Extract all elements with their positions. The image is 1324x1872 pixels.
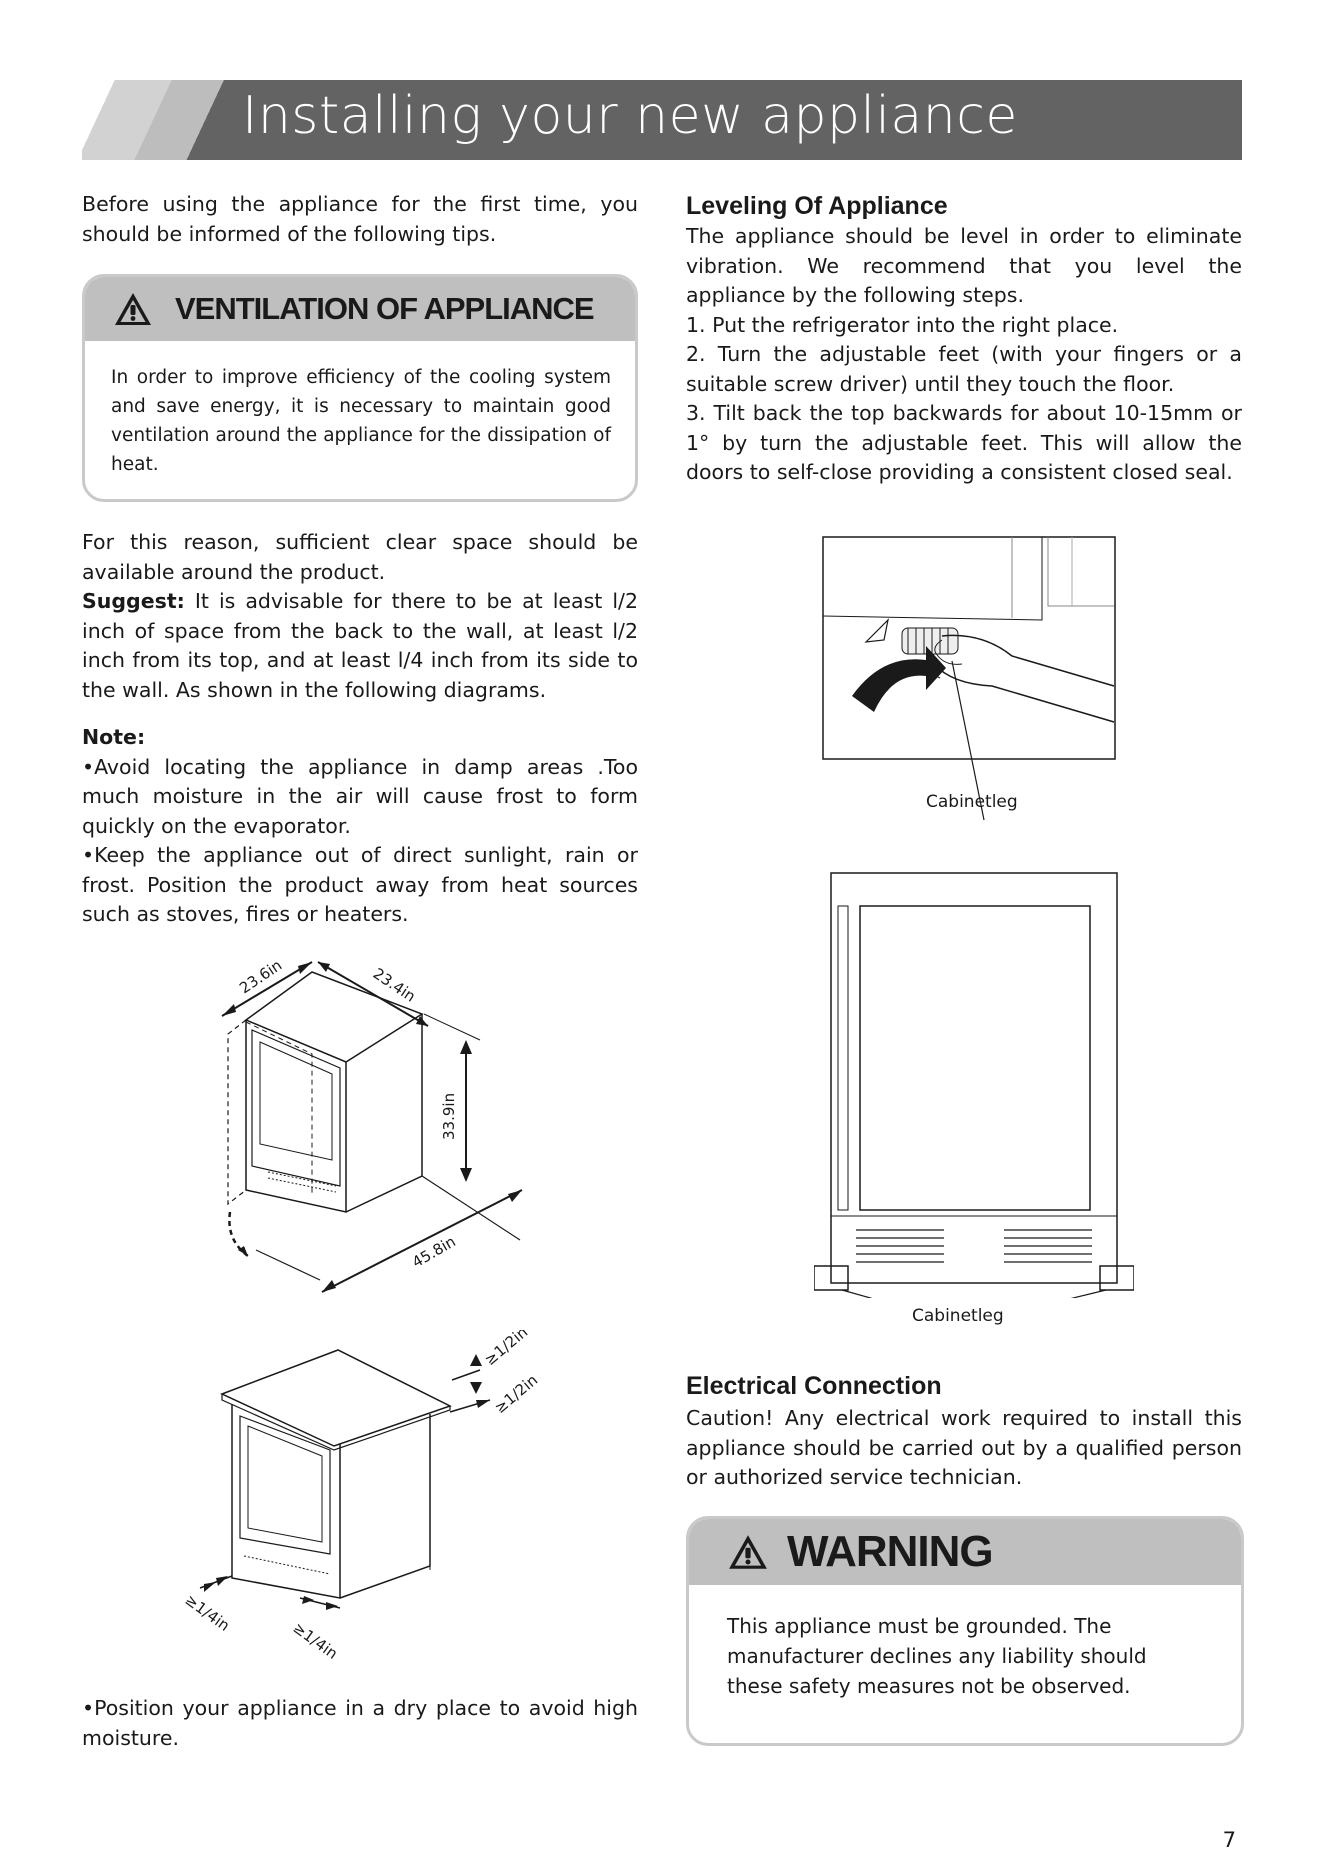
door-open-outline — [227, 1019, 247, 1206]
note-section: Note: •Avoid locating the appliance in d… — [82, 723, 638, 930]
wall-top-panel — [220, 1349, 452, 1447]
electrical-text: Caution! Any electrical work required to… — [686, 1406, 1242, 1489]
warning-triangle-icon — [729, 1535, 767, 1569]
cabinet-door — [239, 1415, 331, 1555]
ventilation-callout: VENTILATION OF APPLIANCE In order to imp… — [82, 274, 638, 502]
leveling-step: 3. Tilt back the top backwards for about… — [686, 401, 1242, 484]
ventilation-callout-body: In order to improve efficiency of the co… — [111, 367, 611, 475]
note-item: •Avoid locating the appliance in damp ar… — [82, 754, 638, 838]
dry-place-text: •Position your appliance in a dry place … — [82, 1696, 638, 1750]
door-open-dimension-line — [321, 1189, 523, 1293]
banner-stripe-decoration — [82, 80, 272, 160]
ventilation-callout-header: VENTILATION OF APPLIANCE — [85, 277, 635, 341]
cabinet-glass — [247, 1425, 323, 1543]
depth-label: 23.4in — [370, 964, 419, 1005]
door-open-guide — [245, 1021, 313, 1196]
floor-line — [421, 1175, 521, 1241]
adjustable-foot — [901, 627, 959, 655]
ventilation-callout-title: VENTILATION OF APPLIANCE — [175, 291, 595, 326]
door-handle — [837, 905, 849, 1211]
cabinet-vent — [243, 1555, 331, 1575]
cabinet-leg-left — [814, 1265, 849, 1291]
dimensions-diagram: 23.6in 23.4in 33.9in 45.8in — [221, 956, 523, 1293]
cabinet-side — [339, 1414, 431, 1599]
leveling-heading: Leveling Of Appliance — [686, 192, 948, 220]
intro-text: Before using the appliance for the first… — [82, 192, 638, 246]
cabinet-leg-illustration — [822, 536, 1116, 821]
cabinet-front — [245, 1020, 347, 1213]
leveling-intro: The appliance should be level in order t… — [686, 224, 1242, 307]
clearance-text: For this reason, sufficient clear space … — [82, 530, 638, 584]
electrical-heading: Electrical Connection — [686, 1372, 942, 1400]
warning-callout: WARNING This appliance must be grounded.… — [686, 1516, 1244, 1746]
hand-arm — [941, 634, 1115, 687]
rotation-arrow-icon — [852, 646, 946, 712]
side-left-clearance-label: ≥1/4in — [182, 1591, 233, 1635]
side-right-clearance-label: ≥1/4in — [290, 1619, 341, 1663]
width-label: 23.6in — [236, 956, 285, 997]
cabinet-bottom-edge — [822, 537, 1043, 621]
front-view-illustration — [814, 872, 1134, 1298]
warning-callout-title: WARNING — [787, 1527, 994, 1576]
top-clearance-label: ≥1/2in — [481, 1330, 531, 1369]
clearance-diagram: ≥1/2in ≥1/2in ≥1/4in ≥1/4in — [182, 1330, 542, 1663]
cabinet-leg-right — [1099, 1265, 1134, 1291]
glass-door — [859, 905, 1091, 1211]
header-banner: Installing your new appliance — [82, 80, 1242, 160]
door-open-label: 45.8in — [409, 1232, 459, 1271]
clearance-section: For this reason, sufficient clear space … — [82, 528, 638, 705]
leader-line — [951, 660, 985, 821]
leveling-step: 2. Turn the adjustable feet (with your f… — [686, 342, 1242, 396]
cabinet-leg-caption-bottom: Cabinetleg — [912, 1306, 1004, 1326]
cabinet-vent — [267, 1171, 337, 1193]
cabinet-outline — [830, 872, 1118, 1284]
warning-callout-body: This appliance must be grounded. The man… — [727, 1614, 1147, 1698]
cabinet-leg-caption-top: Cabinetleg — [926, 792, 1018, 812]
cabinet-door — [251, 1029, 341, 1187]
top-clearance-line — [451, 1369, 481, 1381]
suggest-label: Suggest: — [82, 589, 185, 613]
leveling-section: The appliance should be level in order t… — [686, 222, 1242, 488]
cabinet-front — [231, 1404, 341, 1599]
cabinet-glass — [259, 1041, 333, 1161]
page-title: Installing your new appliance — [242, 86, 1018, 146]
leveling-step: 1. Put the refrigerator into the right p… — [686, 312, 1119, 337]
height-label: 33.9in — [440, 1093, 458, 1140]
warning-triangle-icon — [115, 293, 151, 325]
note-item: •Keep the appliance out of direct sunlig… — [82, 843, 638, 926]
wall-top-thickness — [221, 1394, 451, 1451]
warning-callout-header: WARNING — [689, 1519, 1241, 1585]
width-dimension-line — [221, 961, 313, 1017]
front-vent-grille — [856, 1229, 1092, 1263]
depth-dimension-line — [317, 961, 429, 1027]
height-ext-line — [423, 1013, 481, 1041]
cabinet-side — [345, 1014, 423, 1213]
back-clearance-label: ≥1/2in — [491, 1371, 541, 1417]
note-label: Note: — [82, 725, 146, 749]
floor-line-front — [255, 1249, 321, 1281]
cabinet-frame — [1011, 537, 1114, 618]
suggest-text: It is advisable for there to be at least… — [82, 589, 638, 702]
page-number: 7 — [1222, 1828, 1236, 1852]
